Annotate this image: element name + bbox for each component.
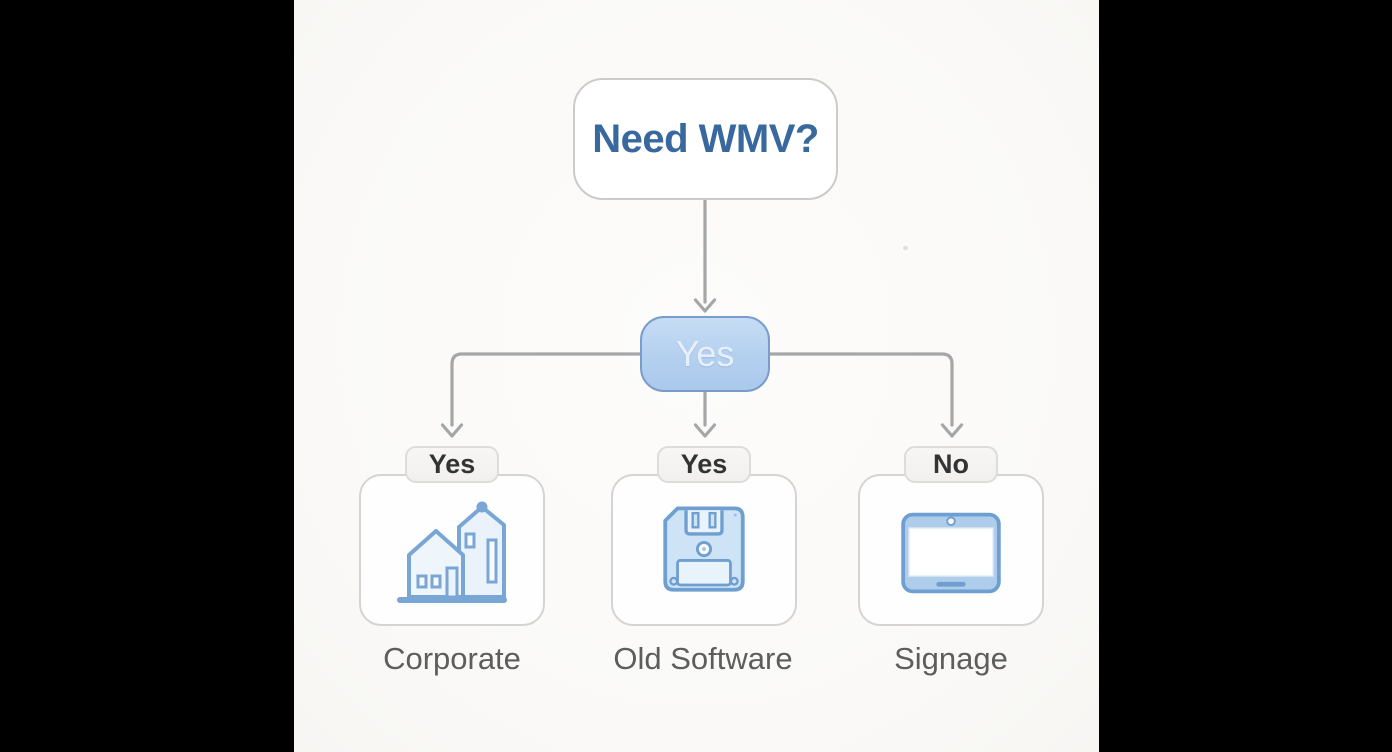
branch-answer-label: No xyxy=(933,449,969,479)
faint-artifact-dot xyxy=(903,246,908,250)
branch-caption-old-software: Old Software xyxy=(613,641,793,676)
connector-decision-to-left xyxy=(450,352,642,427)
branch-caption-corporate: Corporate xyxy=(383,641,521,676)
flowchart-root-node: Need WMV? xyxy=(573,78,838,200)
floppy-disk-icon xyxy=(663,506,745,592)
building-icon xyxy=(397,501,507,603)
branch-answer-tab-signage: No xyxy=(904,446,998,483)
arrowhead-down xyxy=(693,423,717,438)
flowchart-canvas: Need WMV? Yes Yes Corporate xyxy=(294,0,1099,752)
flowchart-decision-node: Yes xyxy=(640,316,770,392)
branch-answer-label: Yes xyxy=(428,449,476,479)
branch-answer-tab-corporate: Yes xyxy=(405,446,499,483)
branch-answer-label: Yes xyxy=(680,449,728,479)
arrowhead-down xyxy=(940,423,964,438)
outcome-card-corporate xyxy=(359,474,545,626)
decision-node-label: Yes xyxy=(675,333,735,374)
connector-decision-to-right xyxy=(768,352,954,427)
arrowhead-down xyxy=(693,298,717,313)
branch-answer-tab-old-software: Yes xyxy=(657,446,751,483)
outcome-card-old-software xyxy=(611,474,797,626)
branch-caption-signage: Signage xyxy=(894,641,1008,676)
arrowhead-down xyxy=(440,423,464,438)
tablet-icon xyxy=(901,512,1001,594)
root-node-label: Need WMV? xyxy=(592,116,819,161)
outcome-card-signage xyxy=(858,474,1044,626)
